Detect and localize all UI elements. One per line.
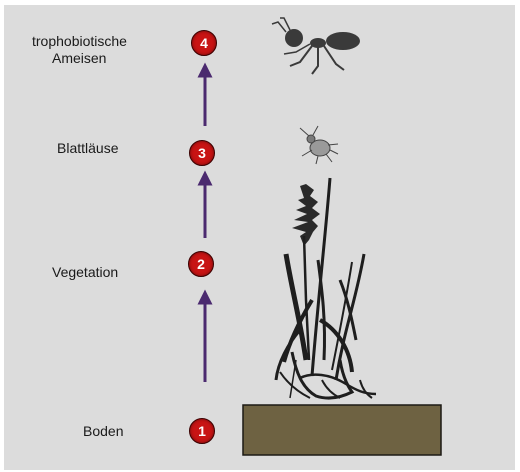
soil-block (243, 405, 441, 455)
ant-icon (272, 18, 360, 74)
aphid-icon (300, 126, 338, 164)
grass-plant-icon (276, 178, 376, 398)
